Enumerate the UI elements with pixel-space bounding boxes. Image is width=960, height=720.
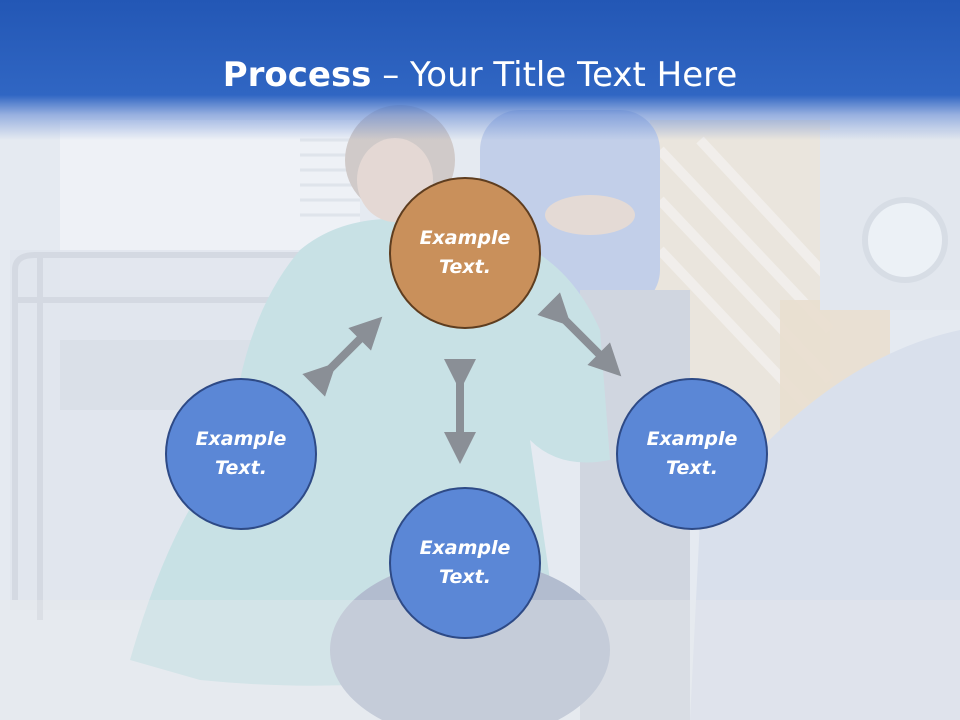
node-right-line1: Example — [646, 428, 738, 450]
node-bottom-line2: Text. — [439, 566, 491, 588]
node-top-line1: Example — [419, 227, 511, 249]
node-right-line2: Text. — [666, 457, 718, 479]
title-rest: – Your Title Text Here — [371, 55, 738, 95]
node-top-line2: Text. — [439, 256, 491, 278]
title-bold: Process — [222, 55, 372, 95]
slide-title: Process – Your Title Text Here — [0, 50, 960, 100]
node-bottom-line1: Example — [419, 537, 511, 559]
arrow-top-left — [302, 316, 383, 397]
arrow-top-right — [537, 292, 622, 377]
node-left-line2: Text. — [215, 457, 267, 479]
node-left-line1: Example — [195, 428, 287, 450]
title-bar — [0, 0, 960, 140]
